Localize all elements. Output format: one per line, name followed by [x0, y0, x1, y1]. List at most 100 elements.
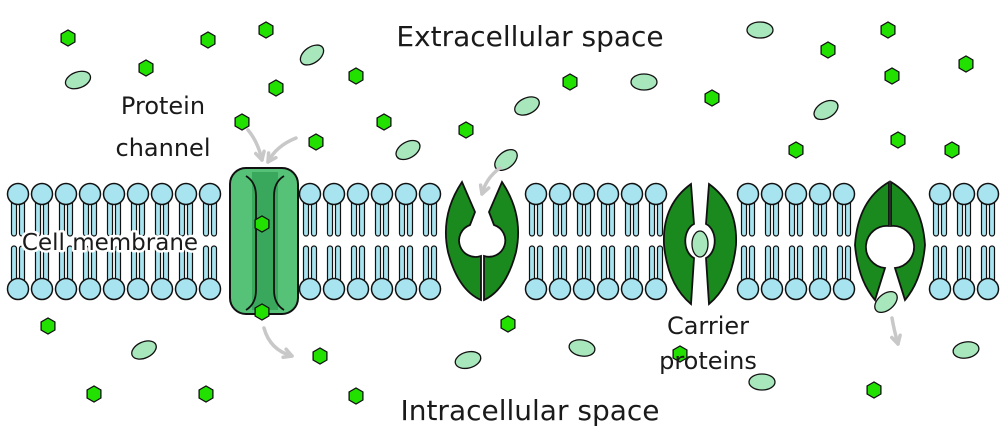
phospholipid-pair: [952, 182, 976, 301]
phospholipid-pair: [572, 182, 596, 301]
channel-line: [245, 175, 257, 311]
hexagon-molecule: [672, 345, 688, 363]
ellipse-molecule: [630, 73, 658, 91]
ellipse-molecule: [748, 373, 776, 391]
hexagon-molecule: [376, 113, 392, 131]
lipid-head: [102, 277, 126, 301]
lipid-tail: [528, 245, 536, 283]
ellipse-molecule: [395, 139, 421, 161]
ellipse-molecule: [299, 44, 325, 66]
lipid-tail: [940, 199, 948, 237]
hexagon-molecule: [880, 21, 896, 39]
lipid-tail: [350, 245, 358, 283]
lipid-tail: [764, 199, 772, 237]
arrowhead: [253, 149, 266, 162]
phospholipid-pair: [174, 182, 198, 301]
lipid-tail: [536, 245, 544, 283]
lipid-head: [832, 277, 856, 301]
lipid-head: [78, 182, 102, 206]
phospholipid-pair: [760, 182, 784, 301]
lipid-tail: [740, 199, 748, 237]
lipid-tail: [988, 245, 996, 283]
phospholipid-pair: [198, 182, 222, 301]
lipid-head: [548, 277, 572, 301]
phospholipid-pair: [298, 182, 322, 301]
phospholipid-pair: [54, 182, 78, 301]
lipid-head: [620, 277, 644, 301]
carrier-half: [854, 180, 890, 302]
lipid-head: [418, 277, 442, 301]
lipid-head: [394, 182, 418, 206]
lipid-tail: [382, 199, 390, 237]
lipid-head: [6, 277, 30, 301]
ellipse-molecule: [514, 96, 540, 116]
lipid-tail: [560, 199, 568, 237]
phospholipid-pair: [832, 182, 856, 301]
lipid-tail: [648, 199, 656, 237]
hexagon-molecule: [198, 385, 214, 403]
carrier-half: [483, 180, 519, 302]
ellipse-molecule: [874, 290, 898, 314]
lipid-tail: [536, 199, 544, 237]
label-carrier-2: proteins: [659, 347, 757, 375]
lipid-tail: [552, 199, 560, 237]
lipid-tail: [764, 245, 772, 283]
label-extracellular: Extracellular space: [396, 20, 663, 53]
lipid-tail: [10, 245, 18, 283]
hexagon-molecule: [40, 317, 56, 335]
lipid-head: [952, 277, 976, 301]
phospholipid-pair: [6, 182, 30, 301]
lipid-head: [644, 277, 668, 301]
hexagon-molecule: [884, 67, 900, 85]
lipid-head: [346, 277, 370, 301]
hexagon-molecule: [500, 315, 516, 333]
hexagon-molecule: [200, 31, 216, 49]
phospholipid-pair: [102, 182, 126, 301]
lipid-tail: [422, 245, 430, 283]
lipid-tail: [788, 199, 796, 237]
carrier-protein-open-outside: [445, 180, 519, 302]
lipid-head: [524, 277, 548, 301]
label-carrier-1: Carrier: [667, 312, 749, 340]
lipid-tail: [576, 199, 584, 237]
phospholipid-pair: [548, 182, 572, 301]
lipid-tail: [632, 199, 640, 237]
lipid-tail: [600, 199, 608, 237]
label-protein-channel-1: Protein: [121, 92, 205, 120]
lipid-head: [174, 182, 198, 206]
lipid-head: [370, 277, 394, 301]
ellipse-molecule: [494, 148, 518, 172]
lipid-head: [150, 182, 174, 206]
ellipse-molecule: [454, 350, 482, 370]
hexagon-molecule: [944, 141, 960, 159]
phospholipid-pair: [346, 182, 370, 301]
hexagon-molecule: [788, 141, 804, 159]
lipid-head: [54, 182, 78, 206]
lipid-head: [198, 277, 222, 301]
lipid-head: [370, 182, 394, 206]
lipid-tail: [302, 245, 310, 283]
lipid-head: [808, 182, 832, 206]
lipid-tail: [310, 199, 318, 237]
phospholipid-pair: [644, 182, 668, 301]
carrier-half: [445, 180, 482, 302]
lipid-head: [784, 182, 808, 206]
lipid-tail: [374, 245, 382, 283]
hexagon-molecule: [958, 55, 974, 73]
hexagon-molecule: [60, 29, 76, 47]
phospholipid-pair: [976, 182, 1000, 301]
lipid-head: [976, 277, 1000, 301]
lipid-tail: [326, 245, 334, 283]
lipid-head: [524, 182, 548, 206]
carrier-protein-open-inside: [854, 180, 926, 302]
lipid-tail: [584, 199, 592, 237]
hexagon-molecule: [704, 89, 720, 107]
lipid-head: [322, 182, 346, 206]
lipid-head: [596, 277, 620, 301]
hexagon-molecule: [348, 387, 364, 405]
lipid-head: [928, 277, 952, 301]
lipid-head: [572, 277, 596, 301]
ellipse-molecule: [691, 230, 709, 258]
